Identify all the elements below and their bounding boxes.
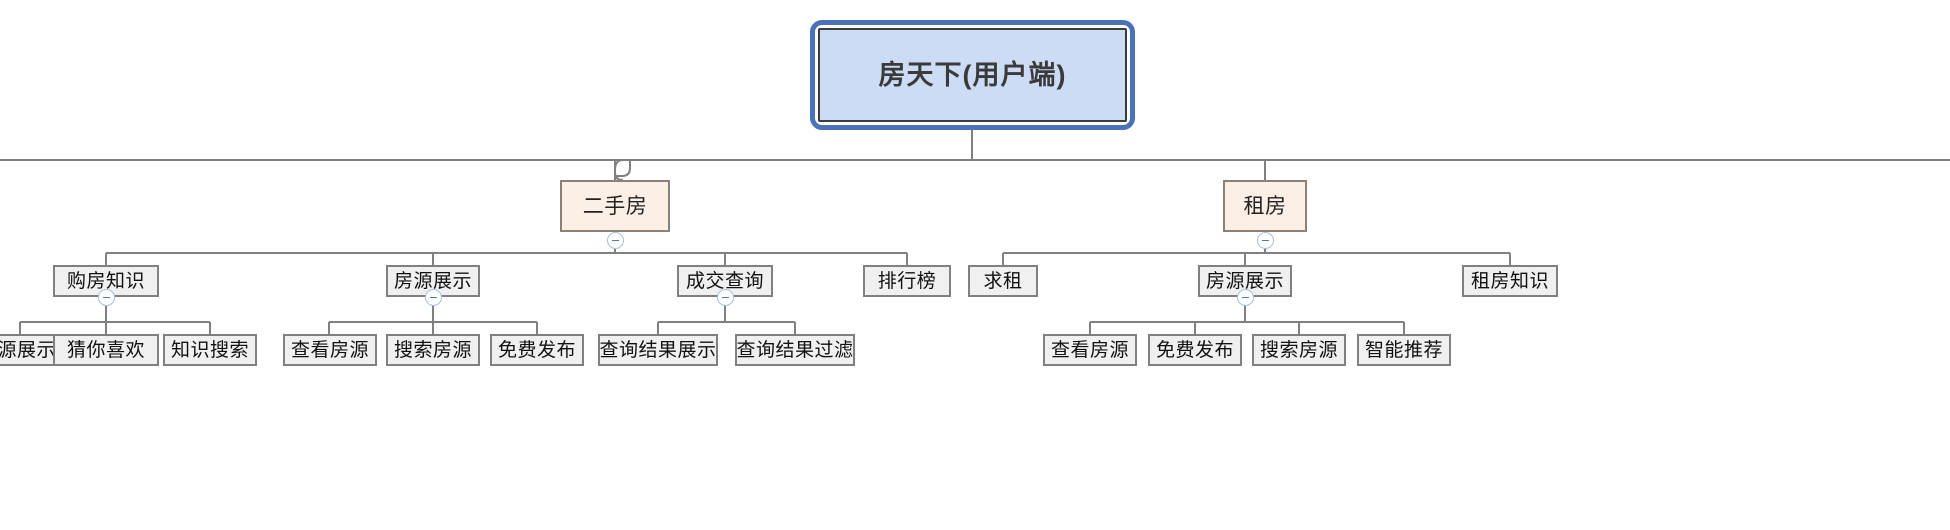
leaf-chaxunjieguoguolv[interactable]: 查询结果过滤	[735, 334, 855, 366]
toggle-ershoufang-collapse-icon[interactable]	[607, 232, 624, 249]
leaf-chakanfangyuan-zufang-label: 查看房源	[1050, 339, 1129, 361]
leaf-fangyuanzhanshi-goufang-label: 房源展示	[0, 339, 56, 361]
node-chengjiaochaxun-label: 成交查询	[685, 270, 764, 292]
node-fangyuanzhanshi-ershoufang-label: 房源展示	[393, 270, 472, 292]
leaf-zhinengtuijian[interactable]: 智能推荐	[1357, 334, 1451, 366]
leaf-cainixihuan[interactable]: 猜你喜欢	[53, 334, 159, 366]
leaf-zhinengtuijian-label: 智能推荐	[1364, 339, 1443, 361]
leaf-sousuofangyuan-ershoufang-label: 搜索房源	[393, 339, 472, 361]
leaf-chaxunjieguozhanshi-label: 查询结果展示	[599, 339, 717, 361]
toggle-chengjiaochaxun-collapse-icon[interactable]	[717, 289, 734, 306]
leaf-chaxunjieguozhanshi[interactable]: 查询结果展示	[598, 334, 718, 366]
leaf-mianfeifabu-zufang[interactable]: 免费发布	[1148, 334, 1242, 366]
root-node[interactable]: 房天下(用户端)	[818, 28, 1127, 122]
node-paihangbang-label: 排行榜	[877, 270, 937, 292]
leaf-sousuofangyuan-zufang[interactable]: 搜索房源	[1252, 334, 1346, 366]
leaf-mianfeifabu-ershoufang-label: 免费发布	[497, 339, 576, 361]
node-paihangbang[interactable]: 排行榜	[863, 265, 951, 297]
node-zufangzhishi[interactable]: 租房知识	[1462, 265, 1558, 297]
leaf-chakanfangyuan-ershoufang[interactable]: 查看房源	[283, 334, 377, 366]
leaf-mianfeifabu-ershoufang[interactable]: 免费发布	[490, 334, 584, 366]
leaf-chakanfangyuan-zufang[interactable]: 查看房源	[1043, 334, 1137, 366]
node-qiuzu[interactable]: 求租	[968, 265, 1038, 297]
node-zufang[interactable]: 租房	[1223, 180, 1307, 232]
node-ershoufang-label: 二手房	[582, 194, 648, 218]
node-zufangzhishi-label: 租房知识	[1470, 270, 1549, 292]
leaf-sousuofangyuan-ershoufang[interactable]: 搜索房源	[386, 334, 480, 366]
toggle-goufangzhishi-collapse-icon[interactable]	[98, 289, 115, 306]
root-node-label: 房天下(用户端)	[878, 59, 1067, 90]
node-zufang-label: 租房	[1243, 194, 1287, 218]
leaf-chakanfangyuan-ershoufang-label: 查看房源	[290, 339, 369, 361]
toggle-fangyuanzhanshi-zufang-collapse-icon[interactable]	[1237, 289, 1254, 306]
node-fangyuanzhanshi-zufang-label: 房源展示	[1205, 270, 1284, 292]
toggle-zufang-collapse-icon[interactable]	[1257, 232, 1274, 249]
root-node-frame: 房天下(用户端)	[810, 20, 1135, 130]
leaf-zhishisousuo-label: 知识搜索	[170, 339, 249, 361]
leaf-chaxunjieguoguolv-label: 查询结果过滤	[736, 339, 854, 361]
leaf-mianfeifabu-zufang-label: 免费发布	[1155, 339, 1234, 361]
leaf-sousuofangyuan-zufang-label: 搜索房源	[1259, 339, 1338, 361]
node-qiuzu-label: 求租	[983, 270, 1023, 292]
leaf-cainixihuan-label: 猜你喜欢	[66, 339, 145, 361]
node-ershoufang[interactable]: 二手房	[560, 180, 670, 232]
node-goufangzhishi-label: 购房知识	[66, 270, 145, 292]
toggle-fangyuanzhanshi-ershoufang-collapse-icon[interactable]	[425, 289, 442, 306]
leaf-zhishisousuo[interactable]: 知识搜索	[163, 334, 257, 366]
